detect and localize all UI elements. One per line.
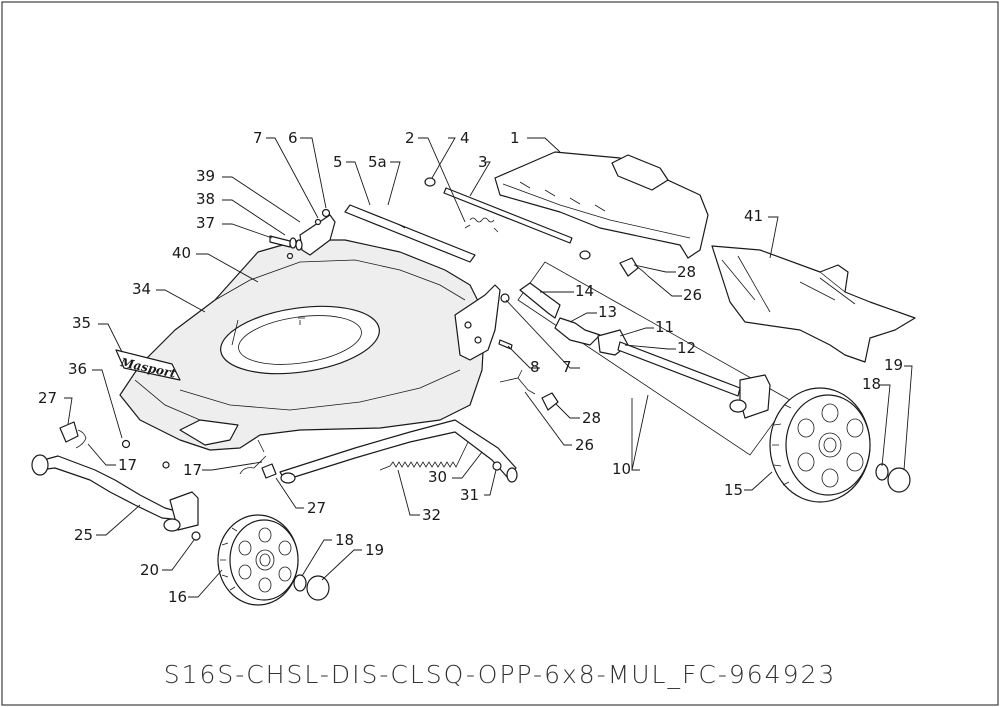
callout-14: 14 xyxy=(575,282,594,300)
part-rod-5 xyxy=(344,204,476,263)
part-front-wheel xyxy=(217,514,299,606)
part-washer-17 xyxy=(162,461,170,469)
callout-11: 11 xyxy=(655,318,674,336)
callout-6: 6 xyxy=(288,129,298,147)
part-rear-cover xyxy=(494,151,709,259)
callout-3: 3 xyxy=(478,153,488,171)
callout-41: 41 xyxy=(744,207,763,225)
callout-18-rear: 18 xyxy=(862,375,881,393)
callout-38: 38 xyxy=(196,190,215,208)
callout-5: 5 xyxy=(333,153,343,171)
part-rear-axle-30 xyxy=(279,419,518,484)
part-lever-handle xyxy=(519,282,771,419)
callout-27-center: 27 xyxy=(307,499,326,517)
part-spring-32 xyxy=(379,441,469,471)
callout-31: 31 xyxy=(460,486,479,504)
callout-25: 25 xyxy=(74,526,93,544)
part-pin-31 xyxy=(492,461,502,471)
callout-1: 1 xyxy=(510,129,520,147)
part-grass-chute xyxy=(711,245,916,363)
part-nut-36 xyxy=(121,439,131,449)
part-mower-deck xyxy=(119,239,486,451)
callout-34: 34 xyxy=(132,280,151,298)
part-spring-2 xyxy=(464,217,499,233)
callout-28-top: 28 xyxy=(677,263,696,281)
callout-39: 39 xyxy=(196,167,215,185)
callout-8: 8 xyxy=(530,358,540,376)
callout-7-top: 7 xyxy=(253,129,263,147)
callout-27-left: 27 xyxy=(38,389,57,407)
part-front-cap-19 xyxy=(306,575,330,601)
callout-17-left: 17 xyxy=(118,456,137,474)
part-front-clip-18 xyxy=(293,574,307,592)
part-front-axle-25 xyxy=(31,454,199,532)
callout-5a: 5a xyxy=(368,153,387,171)
callout-40: 40 xyxy=(172,244,191,262)
callout-18-front: 18 xyxy=(335,531,354,549)
callout-19-front: 19 xyxy=(365,541,384,559)
callout-36: 36 xyxy=(68,360,87,378)
part-rear-cap-19 xyxy=(887,467,911,493)
callout-13: 13 xyxy=(598,303,617,321)
leader-lines xyxy=(64,137,913,598)
callout-37: 37 xyxy=(196,214,215,232)
callout-28-bottom: 28 xyxy=(582,409,601,427)
callout-10: 10 xyxy=(612,460,631,478)
part-rear-wheel xyxy=(769,387,871,503)
part-left-bracket xyxy=(299,208,336,256)
callout-labels: 1 2 3 4 5 5a 6 7 7 8 10 11 12 13 14 15 1… xyxy=(38,129,903,606)
callout-32: 32 xyxy=(422,506,441,524)
callout-4: 4 xyxy=(460,129,470,147)
part-bolt-spacers xyxy=(269,235,303,260)
callout-2: 2 xyxy=(405,129,415,147)
part-clip-28a xyxy=(619,257,649,277)
part-washer-20 xyxy=(191,531,201,541)
callout-12: 12 xyxy=(677,339,696,357)
callout-26-top: 26 xyxy=(683,286,702,304)
part-axle-rod-3 xyxy=(424,177,591,260)
callout-7-right: 7 xyxy=(562,358,572,376)
part-clip-28b xyxy=(499,369,559,411)
part-clip-27b xyxy=(239,439,277,479)
part-rear-clip-18 xyxy=(875,463,889,481)
part-clip-27a xyxy=(59,421,87,449)
part-right-bracket xyxy=(454,284,510,361)
callout-19-rear: 19 xyxy=(884,356,903,374)
callout-35: 35 xyxy=(72,314,91,332)
callout-20: 20 xyxy=(140,561,159,579)
callout-17-center: 17 xyxy=(183,461,202,479)
callout-26-bottom: 26 xyxy=(575,436,594,454)
drawing-part-code: S16S-CHSL-DIS-CLSQ-OPP-6x8-MUL_FC-964923 xyxy=(163,660,837,689)
callout-30: 30 xyxy=(428,468,447,486)
callout-15: 15 xyxy=(724,481,743,499)
callout-16: 16 xyxy=(168,588,187,606)
